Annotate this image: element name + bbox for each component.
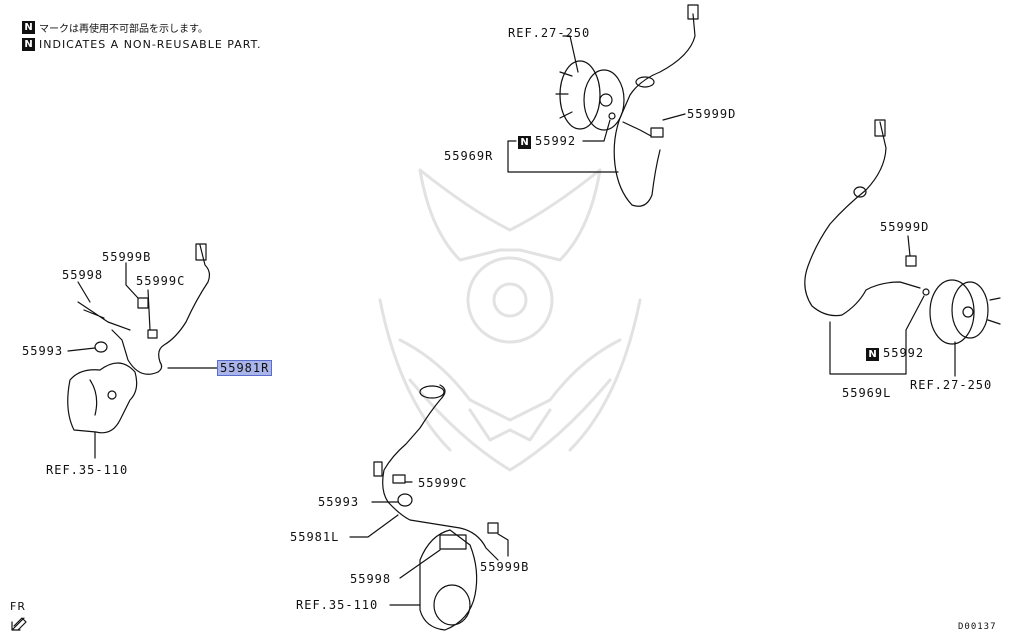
non-reusable-badge: N (22, 21, 35, 34)
fr-label: FR (10, 600, 26, 613)
legend-en: N INDICATES A NON-REUSABLE PART. (22, 38, 261, 51)
label-55999d-top[interactable]: 55999D (687, 107, 737, 121)
leader-55999d-right (907, 235, 911, 257)
non-reusable-badge: N (22, 38, 35, 51)
sensor-cable-right (804, 119, 930, 317)
label-55999b-left[interactable]: 55999B (102, 250, 152, 264)
leader-55999c-left (147, 289, 151, 331)
leader-55992-right (905, 295, 925, 351)
label-55999d-right[interactable]: 55999D (880, 220, 930, 234)
sensor-cable-left (77, 243, 211, 375)
leader-55969l (829, 321, 907, 375)
hub-right (929, 279, 1001, 345)
legend-jp: N マークは再使用不可部品を示します。 (22, 20, 208, 35)
fr-arrow-icon (11, 617, 27, 631)
label-55981r[interactable]: 55981R (216, 360, 273, 376)
knuckle-left (67, 362, 138, 434)
leader-55998-left (77, 281, 91, 303)
hub-top (555, 60, 625, 131)
non-reusable-badge: N (866, 348, 879, 361)
sensor-cable-top (608, 4, 699, 207)
leader-55999b-bottom (497, 533, 509, 557)
watermark-logo (378, 168, 642, 472)
label-ref-35-110-bottom[interactable]: REF.35-110 (296, 598, 379, 612)
diagram-code: D00137 (958, 622, 997, 632)
leader-55981l (349, 514, 399, 538)
leader-55993-left (67, 347, 96, 352)
sensor-cable-bottom (373, 384, 499, 561)
label-ref-35-110-left[interactable]: REF.35-110 (46, 463, 129, 477)
leader-55998-bottom (399, 549, 441, 579)
label-55998-left[interactable]: 55998 (62, 268, 104, 282)
label-55999c-bottom[interactable]: 55999C (418, 476, 468, 490)
label-55993-bottom[interactable]: 55993 (318, 495, 360, 509)
label-55993-left[interactable]: 55993 (22, 344, 64, 358)
leader-55969r (507, 140, 619, 173)
label-55999b-bottom[interactable]: 55999B (480, 560, 530, 574)
leader-55999b-left (125, 262, 139, 299)
leader-55999d-top (662, 113, 686, 121)
label-55998-bottom[interactable]: 55998 (350, 572, 392, 586)
label-55969r[interactable]: 55969R (444, 149, 494, 163)
label-ref-27-250-top[interactable]: REF.27-250 (508, 26, 591, 40)
leader-55992-top (582, 119, 611, 142)
label-55969l[interactable]: 55969L (842, 386, 892, 400)
legend-jp-text: マークは再使用不可部品を示します。 (39, 24, 208, 35)
leader-ref27-top (562, 35, 579, 73)
legend-en-text: INDICATES A NON-REUSABLE PART. (39, 38, 262, 51)
label-55999c-left[interactable]: 55999C (136, 274, 186, 288)
knuckle-bottom (419, 529, 478, 631)
non-reusable-badge: N (518, 136, 531, 149)
label-55981l[interactable]: 55981L (290, 530, 340, 544)
label-ref-27-250-right[interactable]: REF.27-250 (910, 378, 993, 392)
